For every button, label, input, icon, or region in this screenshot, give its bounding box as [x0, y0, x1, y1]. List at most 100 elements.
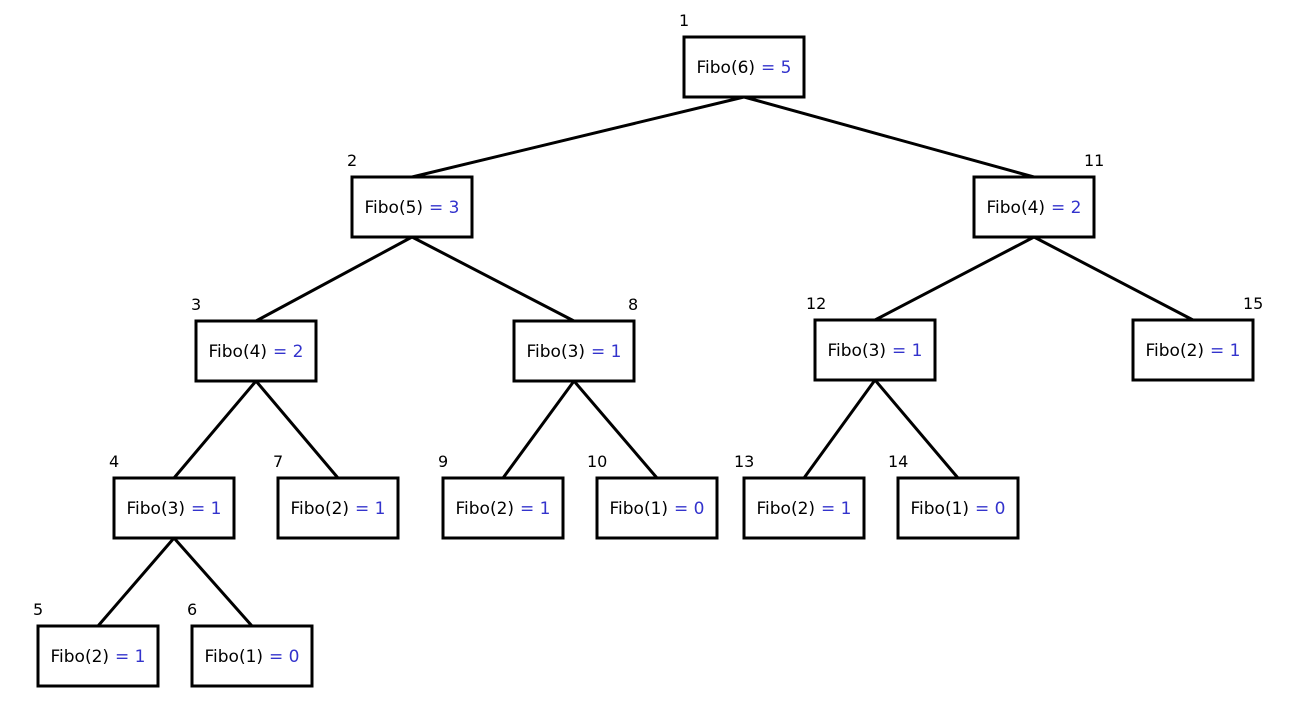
node-result-text: = 5 — [761, 58, 791, 78]
tree-node: Fibo(3) = 1 12 — [806, 294, 937, 382]
call-order-number: 10 — [587, 452, 607, 471]
tree-edge — [410, 95, 746, 179]
tree-edge — [873, 378, 960, 480]
node-box — [512, 319, 636, 383]
tree-node: Fibo(1) = 0 14 — [888, 452, 1020, 540]
tree-node: Fibo(2) = 1 7 — [273, 452, 400, 540]
tree-node: Fibo(4) = 2 3 — [191, 295, 318, 383]
node-call-text: Fibo(3) — [526, 342, 585, 362]
node-call-text: Fibo(1) — [910, 499, 969, 519]
node-label: Fibo(2) = 1 — [1145, 341, 1240, 361]
node-call-text: Fibo(5) — [364, 198, 423, 218]
call-order-number: 13 — [734, 452, 754, 471]
tree-node: Fibo(3) = 1 4 — [109, 452, 236, 540]
tree-node: Fibo(5)= 3 2 — [347, 151, 474, 239]
node-call-text: Fibo(4) — [986, 198, 1045, 218]
tree-edge — [172, 379, 258, 480]
node-result-text: = 0 — [269, 647, 299, 667]
node-result-text: = 2 — [273, 342, 303, 362]
node-result-text: = 1 — [1210, 341, 1240, 361]
node-result-text: = 1 — [115, 647, 145, 667]
node-box — [682, 35, 806, 99]
tree-node: Fibo(2) = 1 13 — [734, 452, 866, 540]
node-box — [194, 319, 318, 383]
call-order-number: 7 — [273, 452, 283, 471]
node-label: Fibo(3) = 1 — [126, 499, 221, 519]
node-box — [972, 175, 1096, 239]
tree-edge — [172, 536, 254, 628]
node-label: Fibo(3) = 1 — [526, 342, 621, 362]
node-box — [441, 476, 565, 540]
call-order-number: 4 — [109, 452, 119, 471]
call-order-number: 11 — [1084, 151, 1104, 170]
node-result-text: = 2 — [1051, 198, 1081, 218]
node-result-text: = 1 — [892, 341, 922, 361]
node-box — [742, 476, 866, 540]
node-box — [350, 175, 474, 239]
node-box — [190, 624, 314, 688]
node-label: Fibo(2) = 1 — [290, 499, 385, 519]
tree-edges — [96, 95, 1195, 628]
node-box — [1131, 318, 1255, 382]
tree-node: Fibo(1) = 0 6 — [187, 600, 314, 688]
tree-edge — [802, 378, 877, 480]
call-order-number: 5 — [33, 600, 43, 619]
call-order-number: 15 — [1243, 294, 1263, 313]
tree-node: Fibo(2) = 1 15 — [1131, 294, 1263, 382]
node-result-text: = 1 — [591, 342, 621, 362]
tree-edge — [742, 95, 1036, 179]
node-label: Fibo(2) = 1 — [756, 499, 851, 519]
call-order-number: 8 — [628, 295, 638, 314]
node-result-text: = 1 — [821, 499, 851, 519]
node-label: Fibo(1) = 0 — [204, 647, 299, 667]
node-call-text: Fibo(2) — [455, 499, 514, 519]
node-box — [36, 624, 160, 688]
call-order-number: 9 — [438, 452, 448, 471]
node-call-text: Fibo(4) — [208, 342, 267, 362]
node-call-text: Fibo(6) — [696, 58, 755, 78]
tree-edge — [873, 235, 1036, 322]
node-result-text: = 0 — [674, 499, 704, 519]
node-call-text: Fibo(2) — [290, 499, 349, 519]
call-order-number: 3 — [191, 295, 201, 314]
node-call-text: Fibo(3) — [827, 341, 886, 361]
node-label: Fibo(2) = 1 — [455, 499, 550, 519]
node-result-text: = 1 — [355, 499, 385, 519]
node-call-text: Fibo(2) — [1145, 341, 1204, 361]
node-label: Fibo(4) = 2 — [208, 342, 303, 362]
node-result-text: = 1 — [191, 499, 221, 519]
call-order-number: 2 — [347, 151, 357, 170]
node-result-text: = 1 — [520, 499, 550, 519]
node-result-text: = 0 — [975, 499, 1005, 519]
node-label: Fibo(6) = 5 — [696, 58, 791, 78]
node-call-text: Fibo(3) — [126, 499, 185, 519]
tree-edge — [410, 235, 576, 323]
node-box — [896, 476, 1020, 540]
node-box — [112, 476, 236, 540]
call-order-number: 6 — [187, 600, 197, 619]
tree-node: Fibo(2) = 1 9 — [438, 452, 565, 540]
tree-node: Fibo(4) = 2 11 — [972, 151, 1104, 239]
tree-edge — [1032, 235, 1195, 322]
node-label: Fibo(1) = 0 — [910, 499, 1005, 519]
call-order-number: 14 — [888, 452, 908, 471]
node-call-text: Fibo(2) — [756, 499, 815, 519]
node-label: Fibo(5)= 3 — [364, 198, 459, 218]
call-order-number: 12 — [806, 294, 826, 313]
node-call-text: Fibo(1) — [204, 647, 263, 667]
tree-node: Fibo(3) = 1 8 — [512, 295, 638, 383]
node-label: Fibo(4) = 2 — [986, 198, 1081, 218]
node-call-text: Fibo(2) — [50, 647, 109, 667]
tree-edge — [96, 536, 176, 628]
tree-node: Fibo(1) = 0 10 — [587, 452, 719, 540]
tree-edge — [501, 379, 576, 480]
tree-edge — [254, 379, 340, 480]
tree-edge — [254, 235, 414, 323]
tree-node: Fibo(6) = 5 1 — [679, 11, 806, 99]
call-order-number: 1 — [679, 11, 689, 30]
node-label: Fibo(3) = 1 — [827, 341, 922, 361]
node-box — [595, 476, 719, 540]
node-call-text: Fibo(1) — [609, 499, 668, 519]
